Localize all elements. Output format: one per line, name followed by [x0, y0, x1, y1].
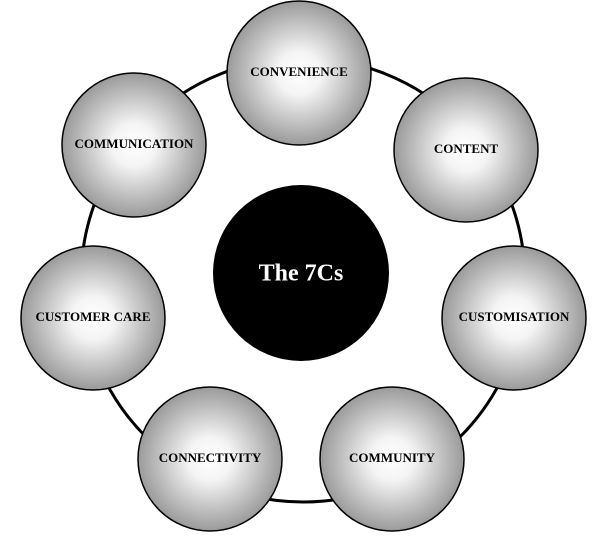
- node-community: COMMUNITY: [319, 386, 465, 532]
- node-community-label: COMMUNITY: [349, 450, 436, 465]
- node-communication-circle: [61, 72, 207, 218]
- node-customisation: CUSTOMISATION: [441, 245, 587, 391]
- node-convenience: CONVENIENCE: [226, 0, 372, 146]
- node-content: CONTENT: [393, 77, 539, 223]
- node-communication-label: COMMUNICATION: [75, 136, 195, 151]
- node-content-label: CONTENT: [434, 141, 499, 156]
- node-connectivity-label: CONNECTIVITY: [159, 450, 262, 465]
- node-customer-care-label: CUSTOMER CARE: [36, 309, 151, 324]
- node-customisation-label: CUSTOMISATION: [459, 309, 570, 324]
- node-convenience-circle: [226, 0, 372, 146]
- node-customisation-circle: [441, 245, 587, 391]
- center-circle: [213, 185, 389, 361]
- node-customer-care-circle: [20, 245, 166, 391]
- node-customer-care: CUSTOMER CARE: [20, 245, 166, 391]
- node-convenience-label: CONVENIENCE: [250, 64, 348, 79]
- node-content-circle: [393, 77, 539, 223]
- center-node: The 7Cs: [213, 185, 389, 361]
- node-communication: COMMUNICATION: [61, 72, 207, 218]
- node-connectivity-circle: [137, 386, 283, 532]
- node-community-circle: [319, 386, 465, 532]
- node-connectivity: CONNECTIVITY: [137, 386, 283, 532]
- center-label: The 7Cs: [259, 261, 344, 287]
